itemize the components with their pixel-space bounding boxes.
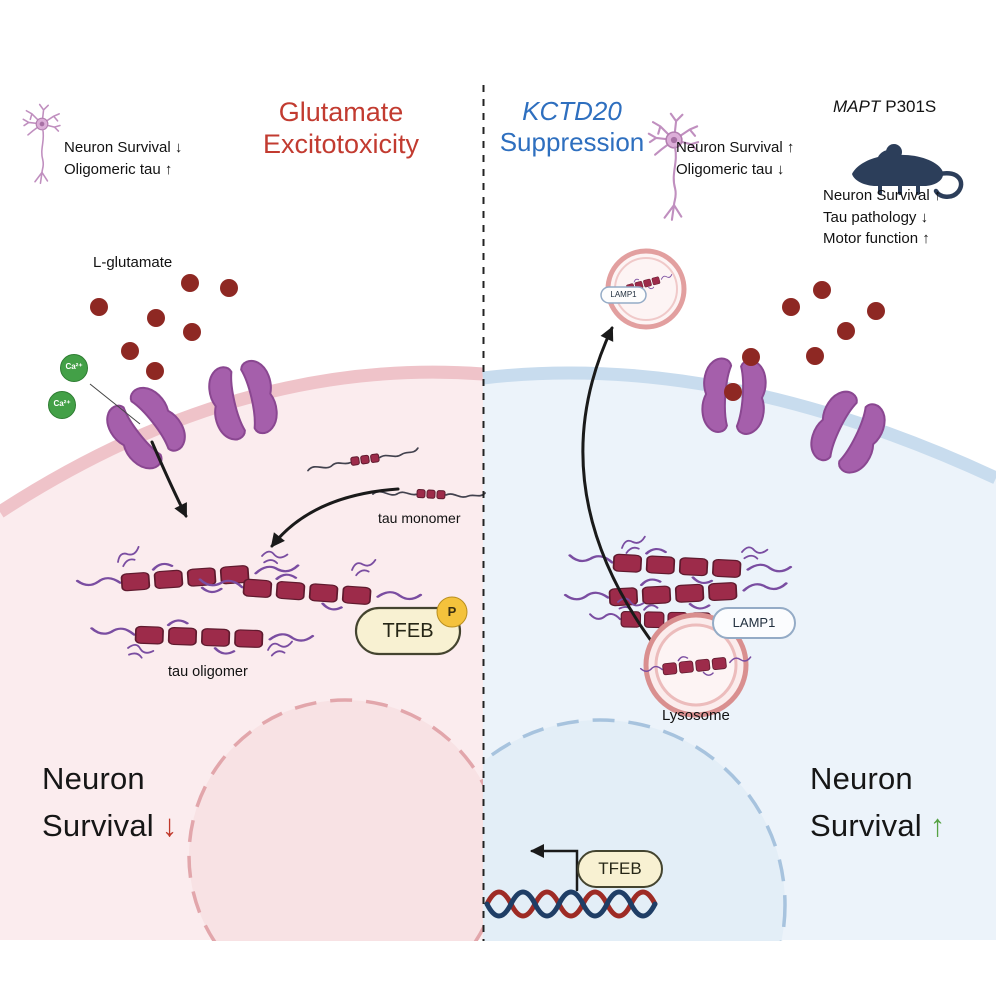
survival-word: Survival (42, 808, 154, 843)
phospho-label: P (447, 604, 457, 619)
glutamate-dots-right (724, 281, 885, 401)
lysosome (639, 612, 753, 718)
stat-line: Oligomeric tau ↓ (676, 160, 785, 178)
stat-line: Neuron Survival ↑ (676, 139, 795, 156)
title-line-gene: KCTD20 (522, 96, 622, 126)
title-line: Excitotoxicity (262, 129, 420, 159)
lamp1-label-small: LAMP1 (610, 290, 637, 299)
lamp1-pill (712, 607, 796, 639)
tfeb-pill-left (354, 606, 462, 656)
calcium-influx-arrow (150, 440, 188, 518)
stat-line: Oligomeric tau ↑ (64, 160, 173, 178)
tfeb-label-right: TFEB (598, 859, 642, 878)
left-neuron-stats: Neuron Survival ↓ Oligomeric tau ↑ (64, 137, 182, 180)
title-line: Suppression (499, 127, 645, 157)
left-nucleus (187, 698, 483, 941)
stat-line: Neuron Survival ↑ (823, 187, 942, 204)
exocytosis-arrow (581, 326, 654, 644)
stat-line: Neuron Survival ↓ (64, 139, 183, 156)
tau-oligomer-label: tau oligomer (168, 664, 248, 680)
up-arrow-icon: ↑ (929, 808, 946, 843)
mouse-icon (852, 144, 964, 199)
calcium-label-1: Ca²⁺ (65, 362, 83, 371)
lamp1-pill-small (600, 286, 647, 304)
calcium-ion-2 (48, 391, 76, 419)
dna-helix (484, 889, 658, 919)
left-panel-title: Glutamate Excitotoxicity (228, 96, 454, 160)
glutamate-dots-left (90, 274, 238, 380)
tfeb-label-left: TFEB (382, 620, 434, 642)
variant-name: P301S (885, 97, 937, 116)
survival-word: Neuron (42, 761, 145, 796)
calcium-ion-1 (60, 354, 88, 382)
right-neuron-stats: Neuron Survival ↑ Oligomeric tau ↓ (676, 137, 794, 180)
right-nucleus (483, 718, 787, 941)
calcium-connector-line (89, 383, 141, 425)
calcium-label-2: Ca²⁺ (53, 399, 71, 408)
left-cell-membrane (0, 365, 484, 518)
left-survival-text: Neuron Survival↓ (42, 755, 178, 849)
down-arrow-icon: ↓ (161, 808, 178, 843)
mouse-stats: Neuron Survival ↑ Tau pathology ↓ Motor … (823, 185, 941, 250)
neuron-icon-left (22, 103, 61, 185)
lamp1-label: LAMP1 (732, 615, 776, 630)
aggregation-arrow (270, 487, 400, 548)
right-panel-title: KCTD20 Suppression (487, 96, 657, 158)
right-survival-text: Neuron Survival↑ (810, 755, 946, 849)
lysosome-label: Lysosome (662, 707, 730, 724)
transport-vesicle (600, 248, 687, 330)
gene-name: MAPT (833, 97, 881, 116)
stat-line: Motor function ↑ (823, 230, 930, 247)
stat-line: Tau pathology ↓ (823, 208, 929, 226)
survival-word: Survival (810, 808, 922, 843)
tfeb-pill-right (577, 850, 663, 888)
l-glutamate-label: L-glutamate (93, 254, 173, 271)
phospho-badge (436, 596, 468, 628)
transcription-arrow-icon (530, 844, 579, 892)
survival-word: Neuron (810, 761, 913, 796)
tau-monomer-label: tau monomer (378, 510, 461, 526)
mouse-tail (933, 170, 964, 199)
title-line: Glutamate (278, 97, 404, 127)
